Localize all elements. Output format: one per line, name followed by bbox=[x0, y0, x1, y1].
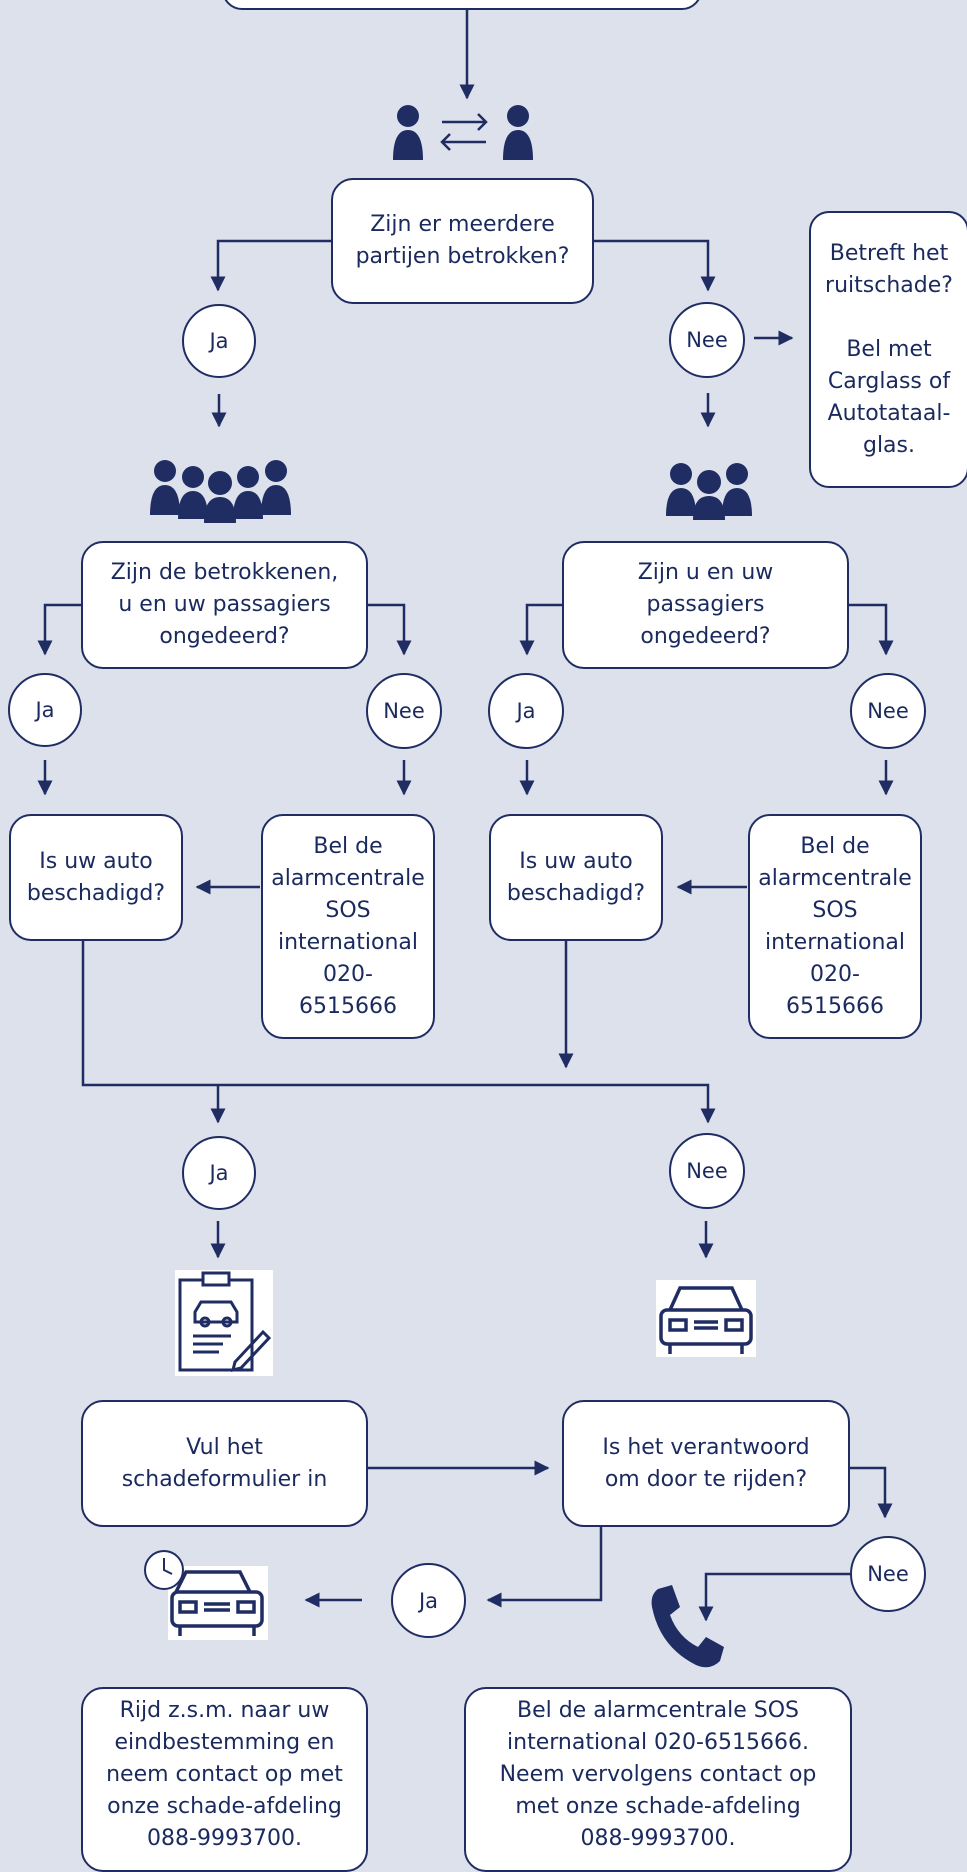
nee-right-injured-circle: Nee bbox=[850, 673, 926, 749]
nee-parties-circle: Nee bbox=[669, 302, 745, 378]
question-auto-left-text: Is uw auto beschadigd? bbox=[26, 848, 166, 906]
nee-damage-circle: Nee bbox=[669, 1133, 745, 1209]
sos-box-left: Bel de alarmcentrale SOS international 0… bbox=[261, 814, 435, 1039]
question-auto-right-text: Is uw auto beschadigd? bbox=[506, 848, 646, 906]
nee-label: Nee bbox=[686, 1159, 728, 1183]
car-front-icon bbox=[656, 1280, 756, 1357]
bel-sos-box: Bel de alarmcentrale SOS international 0… bbox=[464, 1687, 852, 1872]
nee-label: Nee bbox=[867, 699, 909, 723]
nee-drive-circle: Nee bbox=[850, 1536, 926, 1612]
sos-right-text: Bel de alarmcentrale SOS international 0… bbox=[758, 833, 912, 1019]
ruitschade-text: Betreft het ruitschade? Bel met Carglass… bbox=[825, 240, 953, 458]
group-three-icon bbox=[666, 463, 752, 520]
question-auto-beschadigd-left: Is uw auto beschadigd? bbox=[9, 814, 183, 941]
ja-right-injured-circle: Ja bbox=[488, 673, 564, 749]
ja-label: Ja bbox=[35, 698, 55, 722]
question-betrokkenen-ongedeerd: Zijn de betrokkenen, u en uw passagiers … bbox=[81, 541, 368, 669]
ja-parties-circle: Ja bbox=[182, 304, 256, 378]
rijd-box: Rijd z.s.m. naar uw eindbestemming en ne… bbox=[81, 1687, 368, 1872]
swap-people-icon bbox=[393, 105, 533, 160]
rijd-text: Rijd z.s.m. naar uw eindbestemming en ne… bbox=[106, 1697, 343, 1851]
question-u-passagiers-ongedeerd: Zijn u en uw passagiers ongedeerd? bbox=[562, 541, 849, 669]
phone-icon bbox=[651, 1585, 724, 1668]
ja-label: Ja bbox=[209, 1161, 229, 1185]
group-five-icon bbox=[150, 460, 291, 523]
question-multiple-parties: Zijn er meerdere partijen betrokken? bbox=[331, 178, 594, 304]
ja-damage-circle: Ja bbox=[182, 1136, 256, 1210]
question-verantwoord-doorrijden: Is het verantwoord om door te rijden? bbox=[562, 1400, 850, 1527]
ja-label: Ja bbox=[209, 329, 229, 353]
ja-left-injured-circle: Ja bbox=[8, 673, 82, 747]
nee-label: Nee bbox=[686, 328, 728, 352]
schadeformulier-box: Vul het schadeformulier in bbox=[81, 1400, 368, 1527]
ja-label: Ja bbox=[418, 1588, 439, 1613]
ja-label: Ja bbox=[516, 699, 536, 723]
clipboard-car-icon bbox=[175, 1270, 273, 1376]
nee-left-injured-circle: Nee bbox=[366, 673, 442, 749]
top-box-edge bbox=[222, 0, 702, 10]
nee-label: Nee bbox=[383, 699, 425, 723]
sos-box-right: Bel de alarmcentrale SOS international 0… bbox=[748, 814, 922, 1039]
question-betrokkenen-text: Zijn de betrokkenen, u en uw passagiers … bbox=[110, 560, 339, 649]
question-doorrijden-text: Is het verantwoord om door te rijden? bbox=[602, 1434, 810, 1492]
schadeformulier-text: Vul het schadeformulier in bbox=[121, 1434, 328, 1492]
car-clock-icon bbox=[144, 1550, 268, 1640]
sos-left-text: Bel de alarmcentrale SOS international 0… bbox=[271, 833, 425, 1019]
question-multiple-parties-text: Zijn er meerdere partijen betrokken? bbox=[355, 212, 570, 269]
nee-label: Nee bbox=[867, 1562, 909, 1586]
ja-drive-circle: Ja bbox=[391, 1563, 466, 1638]
question-u-passagiers-text: Zijn u en uw passagiers ongedeerd? bbox=[637, 560, 774, 649]
question-auto-beschadigd-right: Is uw auto beschadigd? bbox=[489, 814, 663, 941]
bel-sos-text: Bel de alarmcentrale SOS international 0… bbox=[499, 1697, 817, 1851]
ruitschade-box: Betreft het ruitschade? Bel met Carglass… bbox=[809, 211, 967, 488]
